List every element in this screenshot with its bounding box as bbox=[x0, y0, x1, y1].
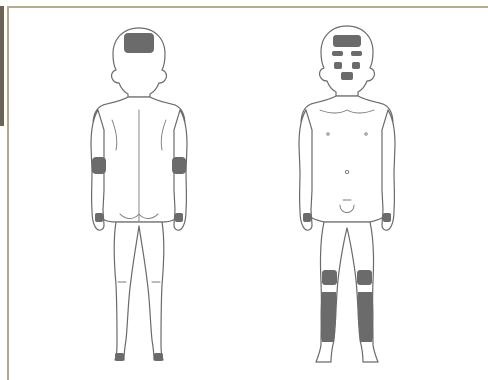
front-right-arm bbox=[382, 110, 395, 230]
front-right-knee-lesion bbox=[357, 270, 372, 285]
front-forehead-lesion bbox=[333, 35, 361, 47]
front-view-figure bbox=[299, 26, 395, 362]
back-left-knuckle-lesion bbox=[95, 213, 103, 222]
back-right-knuckle-lesion bbox=[175, 213, 183, 222]
front-left-shin-lesion bbox=[321, 292, 337, 342]
back-left-elbow-lesion bbox=[92, 157, 106, 174]
front-right-cheek-lesion bbox=[352, 62, 360, 69]
front-left-knee-lesion bbox=[322, 270, 337, 285]
front-right-knuckle-lesion bbox=[383, 213, 391, 222]
front-right-eyebrow-lesion bbox=[351, 51, 362, 56]
back-view-figure bbox=[91, 28, 187, 361]
back-right-heel-lesion bbox=[154, 353, 163, 361]
front-left-knuckle-lesion bbox=[303, 213, 311, 222]
back-legs bbox=[114, 222, 164, 360]
back-scalp-lesion bbox=[124, 33, 154, 53]
front-right-shin-lesion bbox=[358, 292, 374, 342]
front-left-arm bbox=[299, 110, 312, 230]
back-left-heel-lesion bbox=[115, 353, 124, 361]
back-right-elbow-lesion bbox=[172, 157, 186, 174]
front-left-eyebrow-lesion bbox=[332, 51, 343, 56]
front-chin-lesion bbox=[341, 72, 353, 80]
front-left-cheek-lesion bbox=[334, 62, 342, 69]
front-torso bbox=[301, 96, 393, 222]
